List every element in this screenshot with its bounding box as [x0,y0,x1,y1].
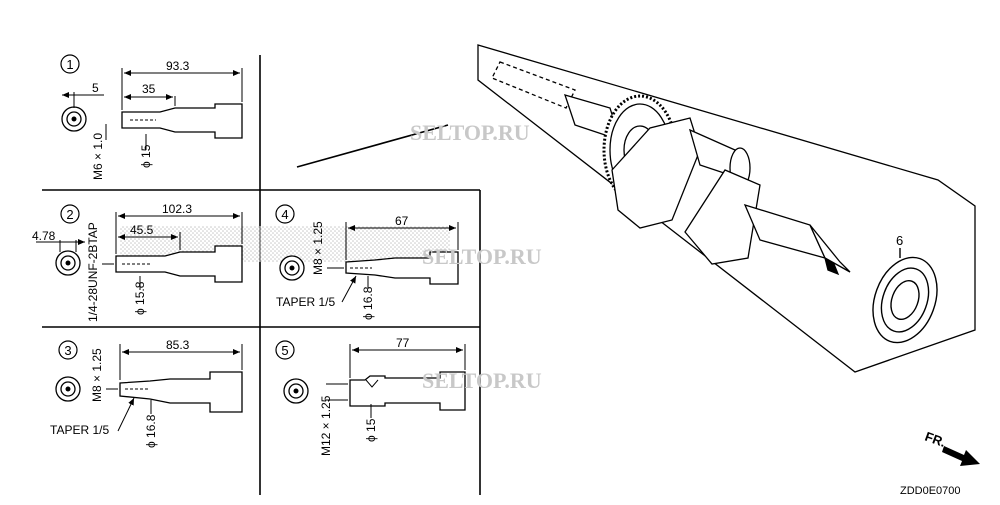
exploded-view [477,44,976,373]
length-dim: 102.3 [162,202,192,216]
panel-number: 1 [66,57,73,72]
length-dim: 67 [395,214,409,228]
panel-grid [42,55,481,495]
thread-label: M6 × 1.0 [91,133,105,180]
edge-dim: 4.78 [32,229,56,243]
bearing-part [872,248,938,344]
length-dim: 77 [396,336,410,350]
thread-label: M8 × 1.25 [90,348,104,402]
watermark: SELTOP.RU [410,120,530,145]
panel-5: 5 77 M12 × 1.25 ϕ 15 [275,336,466,456]
length-dim: 93.3 [166,59,190,73]
panel-number: 4 [281,207,288,222]
panel-number: 2 [66,207,73,222]
direction-indicator: FR. [923,429,980,466]
thread-label: M8 × 1.25 [311,221,325,275]
figure-code: ZDD0E0700 [900,485,961,497]
panel-1: 1 5 93.3 35 M6 × 1.0 ϕ 15 [60,54,243,180]
direction-label: FR. [923,429,948,450]
panel-4: 4 67 M8 × 1.25 ϕ 16.8 TAPER 1/5 [275,204,459,320]
diameter-label: ϕ 16.8 [144,414,158,448]
thread-label: M12 × 1.25 [319,395,333,456]
diameter-label: ϕ 16.8 [361,286,375,320]
taper-label: TAPER 1/5 [276,295,335,309]
offset-dim: 35 [142,82,156,96]
diameter-label: ϕ 15 [364,418,378,442]
watermark: SELTOP.RU [422,244,542,269]
diameter-label: ϕ 15 [139,144,153,168]
part-label: 6 [896,233,903,248]
offset-dim: 45.5 [130,223,154,237]
taper-label: TAPER 1/5 [50,423,109,437]
diameter-label: ϕ 15.8 [133,281,147,315]
panel-number: 5 [281,343,288,358]
thread-label: 1/4-28UNF-2BTAP [86,222,100,322]
edge-dim: 5 [92,81,99,95]
crankshaft-illustration [491,61,851,276]
watermark: SELTOP.RU [422,368,542,393]
length-dim: 85.3 [166,338,190,352]
panel-2: 2 4.78 102.3 45.5 1/4-28UNF-2BTAP ϕ 15.8 [32,202,243,322]
panel-number: 3 [64,343,71,358]
panel-3: 3 85.3 M8 × 1.25 ϕ 16.8 TAPER 1/5 [50,338,243,448]
